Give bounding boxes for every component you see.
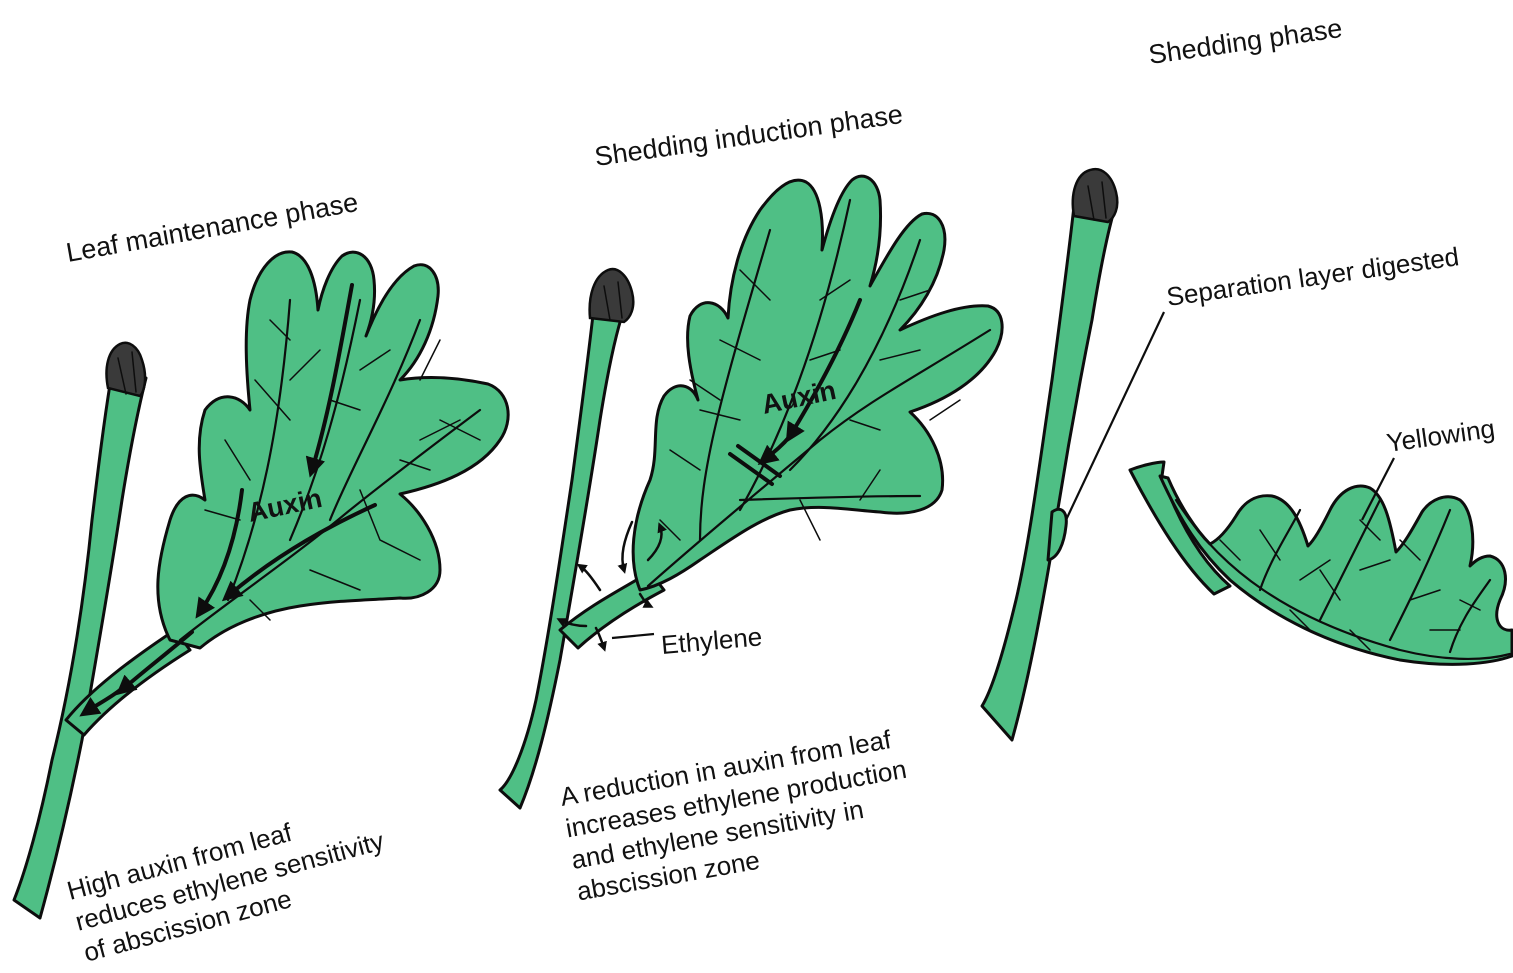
fallen-leaf-petiole	[1130, 462, 1230, 594]
panel-shedding-induction: Shedding induction phase Auxin	[500, 99, 1002, 906]
ethylene-label: Ethylene	[660, 621, 763, 660]
stem-1	[14, 372, 146, 918]
bud-1	[107, 343, 146, 396]
phase-title-shedding: Shedding phase	[1147, 13, 1344, 70]
leaf-blade-1	[158, 252, 508, 648]
phase-title-induction: Shedding induction phase	[593, 99, 905, 172]
yellowing-label: Yellowing	[1385, 413, 1497, 458]
panel-leaf-maintenance: Leaf maintenance phase Auxin High	[14, 187, 508, 968]
phase-title-maintenance: Leaf maintenance phase	[64, 187, 360, 268]
bud-2	[590, 269, 634, 322]
bud-3	[1073, 169, 1118, 222]
caption-induction: A reduction in auxin from leaf increases…	[558, 722, 920, 906]
abscission-scar	[1048, 509, 1066, 560]
panel-shedding: Shedding phase Separation layer digested…	[982, 13, 1512, 740]
ethylene-leader	[612, 634, 654, 638]
separation-label: Separation layer digested	[1165, 241, 1461, 312]
stem-3	[982, 204, 1116, 740]
caption-maintenance: High auxin from leaf reduces ethylene se…	[64, 795, 395, 968]
stem-2	[500, 304, 626, 808]
